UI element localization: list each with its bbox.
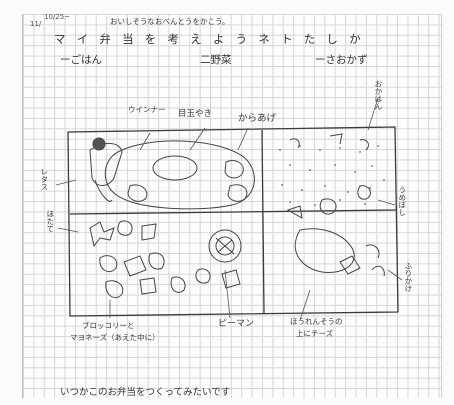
label-okahan: おかはん — [373, 80, 383, 110]
garnish-piece — [286, 205, 303, 219]
label-broccoli: ブロッコリーと — [82, 321, 135, 330]
date-line-2: 11/ — [30, 20, 42, 28]
bottom-right-piece-2 — [365, 244, 380, 259]
leader-sausage — [139, 132, 151, 151]
bento-box-outline — [67, 126, 399, 317]
okahan-piece-3 — [359, 139, 369, 151]
pepper-ring-outer — [208, 229, 242, 263]
rice-ball — [294, 228, 355, 273]
leader-karaage — [237, 127, 249, 151]
okahan-dots — [279, 145, 385, 206]
okahan-piece-1 — [289, 138, 300, 149]
label-karaage: からあげ — [238, 113, 277, 124]
umeboshi-2 — [357, 185, 371, 200]
box-divider-horizontal — [69, 209, 397, 215]
bottom-right-piece-1 — [339, 255, 361, 275]
veg-piece-8 — [221, 269, 241, 289]
sausage-tip — [92, 137, 106, 151]
category-vegetables: 二野菜 — [200, 54, 232, 66]
date-line-1: 10/25~ — [44, 13, 71, 21]
veg-piece-6 — [170, 276, 186, 293]
grid-paper-sheet — [22, 14, 442, 398]
label-pepper: ピーマン — [218, 319, 255, 329]
label-spinach-cheese: 上にチーズ — [296, 329, 334, 338]
broccoli-1 — [89, 221, 115, 248]
broccoli-3 — [141, 223, 157, 241]
broccoli-2 — [117, 220, 133, 236]
karaage-3 — [127, 184, 148, 202]
egg-yolk — [152, 155, 198, 181]
veg-piece-1 — [99, 255, 118, 273]
handwritten-instruction: おいしそうなおべんとうをかこう。 — [110, 17, 230, 26]
category-okazu: ーさおかず — [315, 54, 368, 66]
bottom-right-piece-3 — [371, 265, 385, 277]
okahan-piece-2 — [329, 133, 343, 145]
label-broccoli-mayo: マヨネーズ（あえた中に） — [70, 333, 160, 342]
veg-piece-2 — [123, 255, 147, 277]
veg-piece-3 — [148, 252, 165, 270]
label-spinach: ほうれんそうの — [290, 317, 343, 326]
label-sausage: ウインナー — [128, 105, 166, 114]
leader-hotate — [57, 227, 79, 233]
veg-piece-4 — [105, 280, 124, 298]
leader-egg — [189, 127, 206, 151]
karaage-1 — [224, 160, 244, 179]
pepper-ring-inner — [215, 236, 235, 256]
label-lettuce: レタス — [39, 168, 49, 191]
sausage-cut — [94, 179, 113, 202]
footer-note: いつかこのお弁当をつくってみたいです — [60, 387, 231, 398]
label-furikake: ふりかけ — [403, 262, 413, 292]
leader-furikake — [387, 269, 403, 281]
leader-umeboshi — [377, 199, 396, 206]
karaage-2 — [227, 184, 248, 202]
leader-okahan — [367, 97, 379, 131]
label-hotate: ほたて — [45, 210, 55, 233]
worksheet-title: マイ弁当を考えようネトたしか — [54, 32, 372, 46]
label-egg: 目玉やき — [178, 109, 213, 119]
label-umeboshi: うめぼし — [397, 186, 407, 216]
veg-piece-7 — [195, 268, 211, 284]
leader-pepper — [224, 269, 231, 319]
category-rice: ーごはん — [60, 54, 102, 66]
egg-shape — [104, 140, 255, 210]
box-divider-vertical — [261, 129, 265, 314]
leader-lettuce — [55, 179, 77, 186]
leader-spinach — [299, 289, 311, 321]
veg-piece-5 — [139, 277, 157, 295]
pepper-detail — [215, 237, 235, 255]
umeboshi-1 — [319, 198, 337, 215]
